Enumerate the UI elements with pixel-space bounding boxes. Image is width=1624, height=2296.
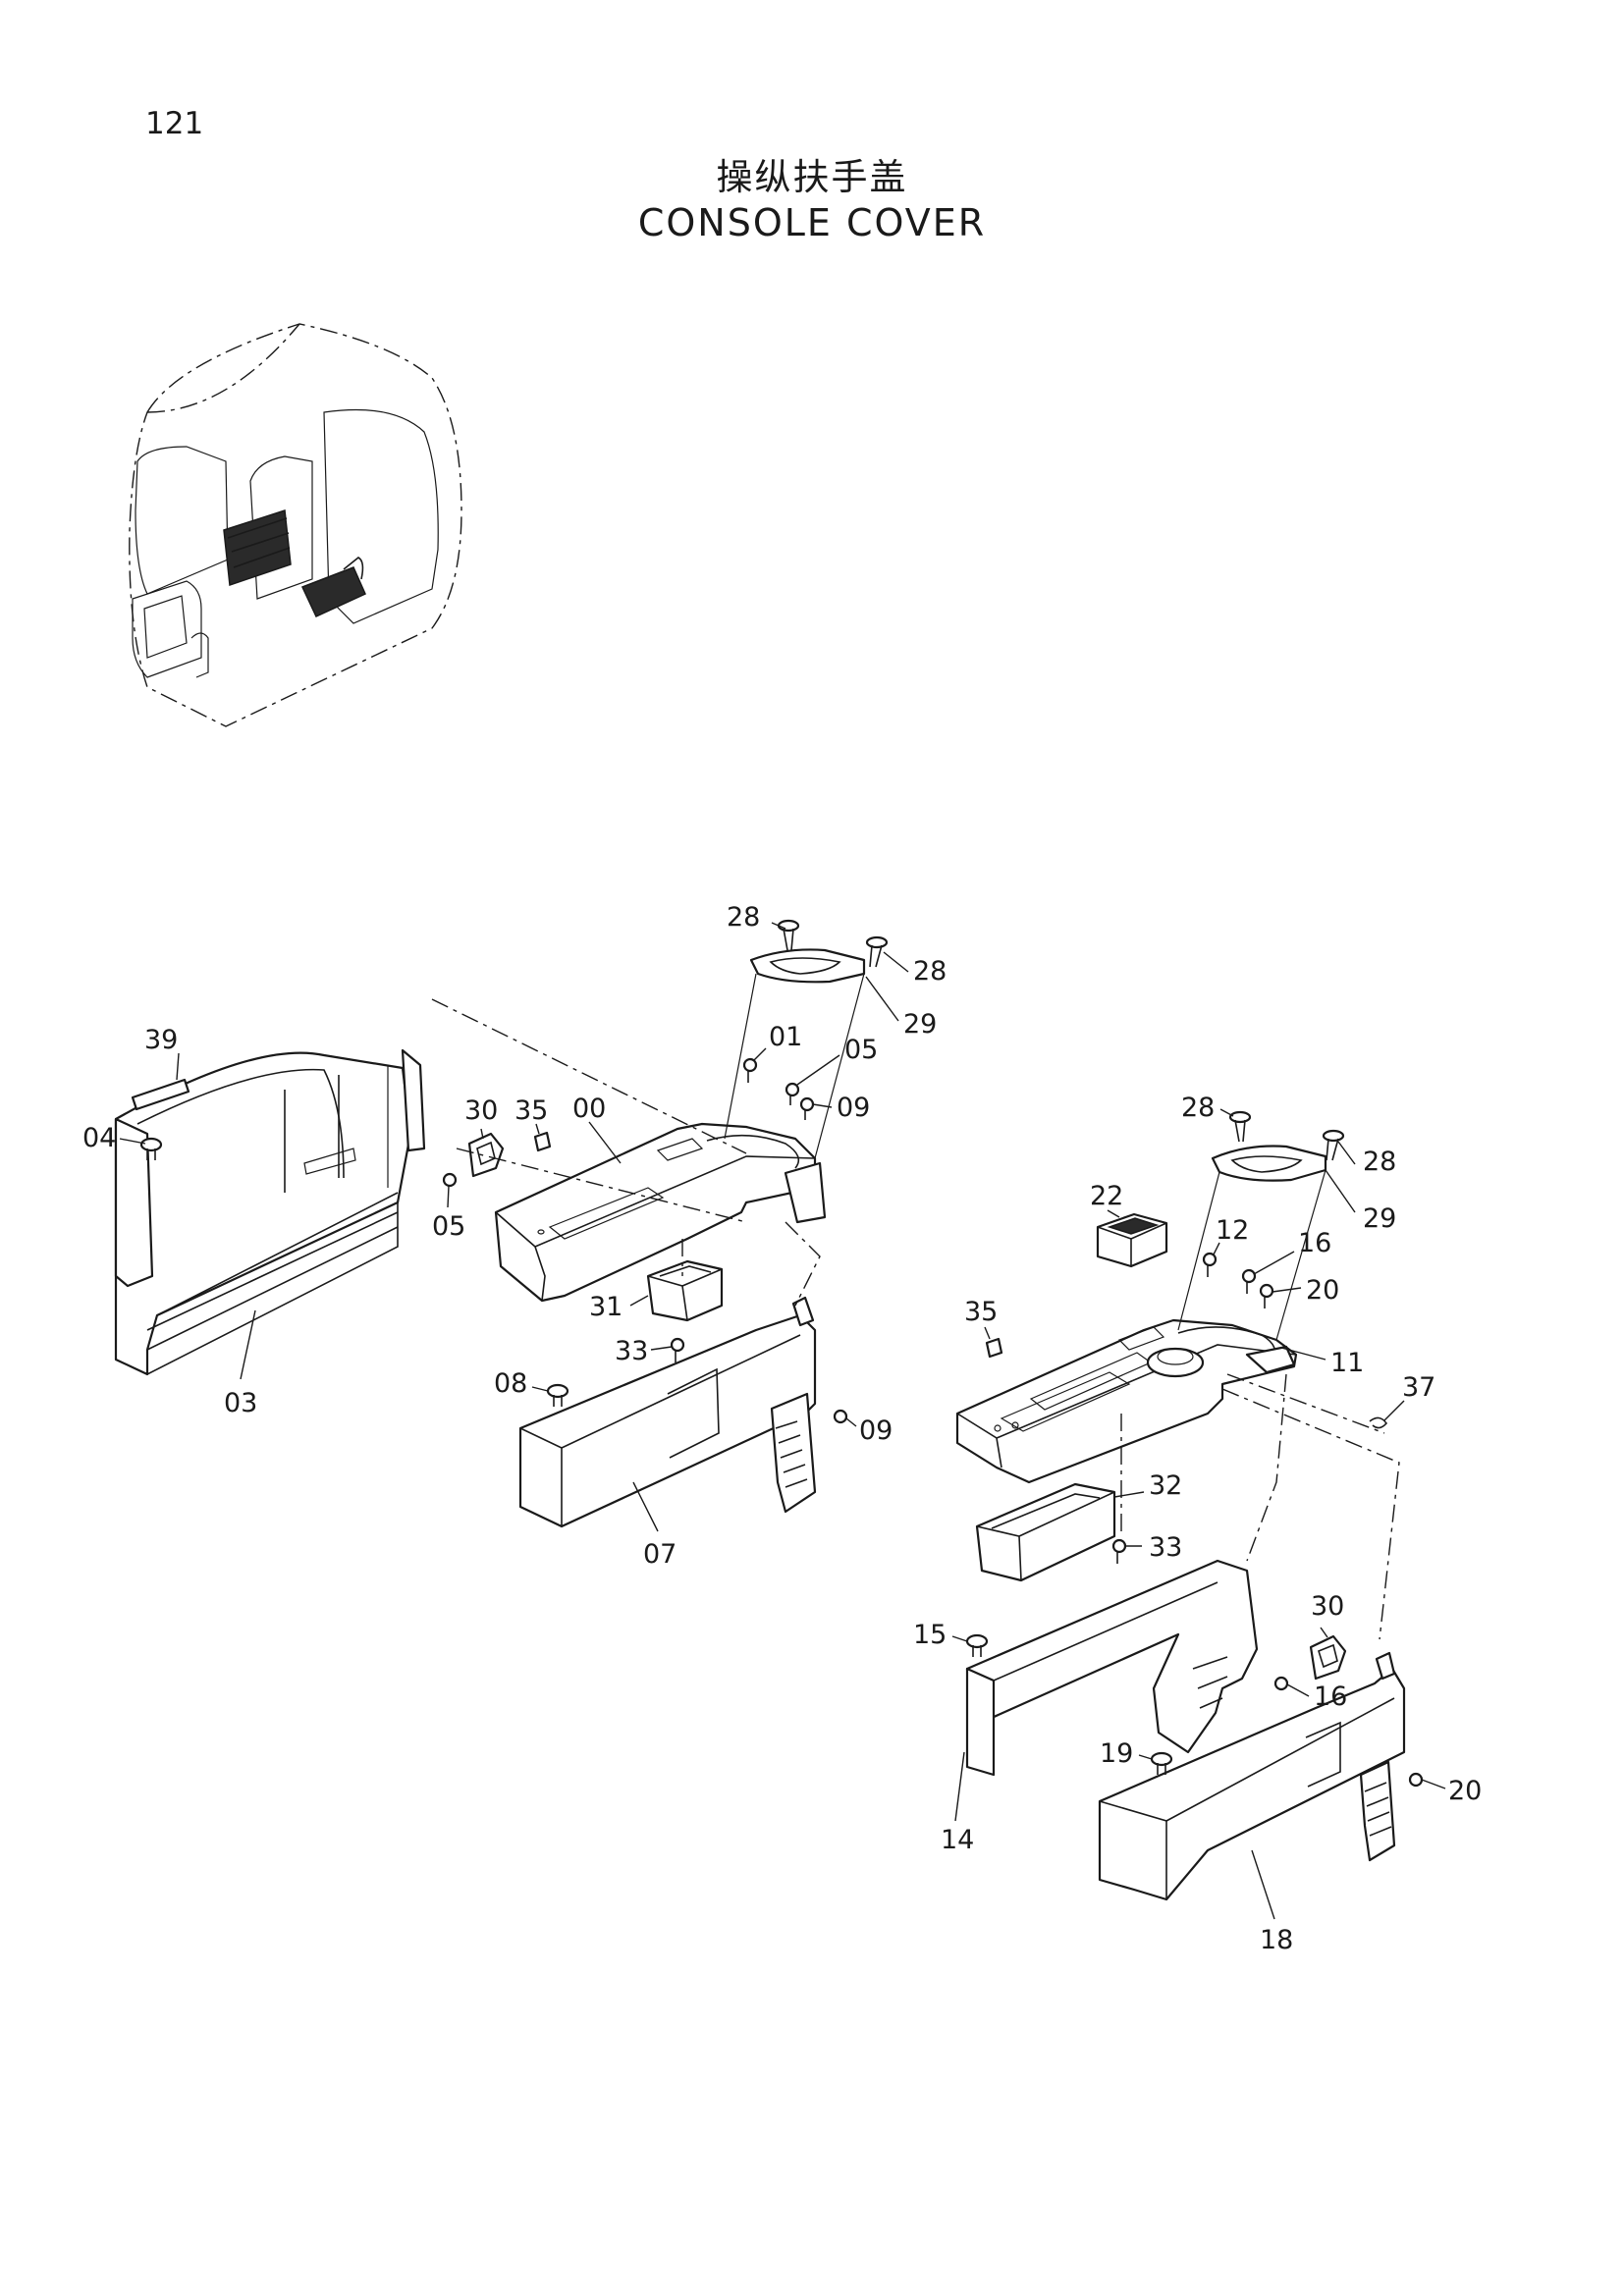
callout-29-right: 29 <box>1363 1203 1396 1234</box>
callout-04: 04 <box>82 1123 116 1153</box>
part-07-lower-cover-left <box>518 1296 817 1528</box>
part-28-screw-left-a <box>777 919 800 951</box>
callout-09-lower: 09 <box>859 1415 893 1446</box>
callout-35-left: 35 <box>514 1095 548 1126</box>
callout-33-right: 33 <box>1149 1532 1182 1563</box>
part-05-nut-upper <box>785 1082 800 1105</box>
callout-16-lower: 16 <box>1314 1682 1347 1712</box>
callout-31: 31 <box>589 1292 623 1322</box>
part-08-clip <box>546 1383 569 1407</box>
part-29-top-cover-right <box>1211 1145 1327 1182</box>
part-11-console-upper-right <box>955 1318 1298 1484</box>
part-30-clip-right <box>1309 1634 1347 1681</box>
callout-28-left-b: 28 <box>913 956 947 987</box>
part-33-screw-left <box>670 1337 685 1362</box>
part-35-plug-right <box>985 1337 1003 1359</box>
part-37-clip <box>1369 1416 1388 1429</box>
callout-30-left: 30 <box>464 1095 498 1126</box>
callout-20-lower: 20 <box>1448 1776 1482 1806</box>
callout-30-right: 30 <box>1311 1591 1344 1622</box>
part-03-side-cover <box>114 1048 426 1376</box>
part-09-screw-upper <box>799 1096 815 1120</box>
callout-16-upper: 16 <box>1298 1228 1331 1258</box>
page-title-chinese: 操纵扶手盖 <box>716 156 908 198</box>
part-35-plug-left <box>533 1131 552 1152</box>
callout-37: 37 <box>1402 1372 1435 1403</box>
callout-28-right-b: 28 <box>1363 1147 1396 1177</box>
callout-20-upper: 20 <box>1306 1275 1339 1306</box>
page-number: 121 <box>145 106 204 141</box>
part-20-screw-upper <box>1259 1283 1274 1308</box>
callout-12: 12 <box>1216 1215 1249 1246</box>
part-12-screw <box>1202 1252 1218 1277</box>
callout-03: 03 <box>224 1388 257 1418</box>
callout-18: 18 <box>1260 1925 1293 1955</box>
callout-05-left: 05 <box>432 1211 465 1242</box>
part-28-screw-left-b <box>865 935 889 968</box>
callout-08: 08 <box>494 1368 527 1399</box>
callout-01: 01 <box>769 1022 802 1052</box>
part-16-screw-upper <box>1241 1268 1257 1294</box>
callout-09-upper: 09 <box>837 1093 870 1123</box>
cab-locator-illustration <box>129 323 462 727</box>
part-18-rear-cover-right <box>1098 1651 1406 1901</box>
callout-19: 19 <box>1100 1738 1133 1769</box>
part-04-clip <box>139 1137 163 1160</box>
page-title-english: CONSOLE COVER <box>637 201 987 244</box>
callout-11: 11 <box>1330 1348 1364 1378</box>
part-30-clip-left <box>467 1132 505 1178</box>
part-05-nut-left <box>442 1172 458 1188</box>
callout-33-left: 33 <box>615 1336 648 1366</box>
callout-35-right: 35 <box>964 1297 998 1327</box>
callout-28-right-a: 28 <box>1181 1093 1215 1123</box>
part-39-decal <box>131 1078 190 1111</box>
callout-39: 39 <box>144 1025 178 1055</box>
part-22-switch <box>1096 1212 1168 1268</box>
leader-lines <box>119 922 1446 1920</box>
callout-05-upper: 05 <box>844 1035 878 1065</box>
part-01-screw <box>742 1057 758 1083</box>
callout-00: 00 <box>572 1094 606 1124</box>
callout-07: 07 <box>643 1539 677 1570</box>
part-29-top-cover-left <box>749 948 866 984</box>
part-16-nut-lower <box>1273 1676 1289 1691</box>
callout-29-left: 29 <box>903 1009 937 1040</box>
callout-22: 22 <box>1090 1181 1123 1211</box>
callout-14: 14 <box>941 1825 974 1855</box>
part-28-screw-right-b <box>1322 1129 1345 1161</box>
part-00-console-upper-left <box>494 1122 827 1303</box>
part-31-box <box>646 1259 724 1322</box>
part-09-screw-lower <box>833 1409 848 1424</box>
part-15-clip <box>965 1633 989 1657</box>
part-20-screw-lower <box>1408 1772 1424 1788</box>
part-14-lower-cover-right <box>965 1559 1259 1777</box>
callout-32: 32 <box>1149 1470 1182 1501</box>
part-33-screw-right <box>1111 1538 1127 1564</box>
part-32-tray <box>975 1482 1116 1582</box>
callout-15: 15 <box>913 1620 947 1650</box>
part-28-screw-right-a <box>1228 1110 1252 1143</box>
callout-28-left-a: 28 <box>727 902 760 933</box>
